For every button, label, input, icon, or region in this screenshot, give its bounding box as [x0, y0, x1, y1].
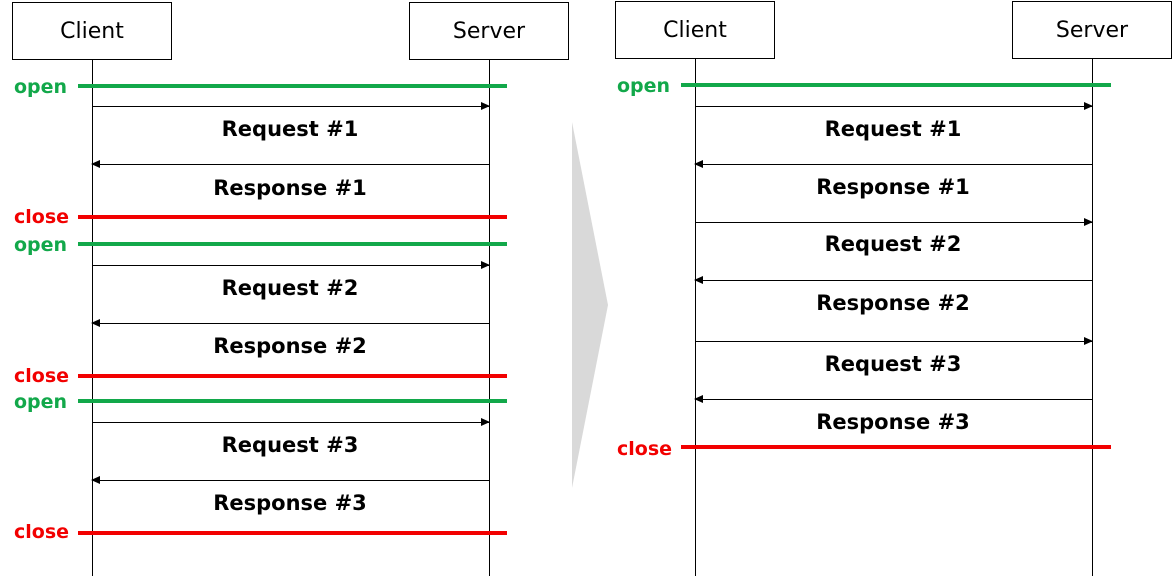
left-open-label-1: open — [14, 76, 68, 98]
left-request-arrow-3 — [92, 418, 490, 426]
left-open-line-1 — [78, 84, 507, 88]
left-request-arrow-2 — [92, 261, 490, 269]
right-server-lifeline — [1092, 59, 1093, 576]
left-response-arrow-2 — [91, 319, 489, 327]
right-open-line — [681, 83, 1111, 87]
right-request-label-1: Request #1 — [824, 117, 962, 141]
right-response-label-3: Response #3 — [816, 410, 970, 434]
right-server-box: Server — [1012, 1, 1172, 59]
left-server-box: Server — [409, 2, 569, 60]
left-response-arrow-1 — [91, 160, 489, 168]
left-client-label: Client — [60, 18, 124, 44]
right-request-label-3: Request #3 — [824, 352, 962, 376]
left-response-label-3: Response #3 — [213, 491, 367, 515]
right-request-arrow-2 — [695, 218, 1093, 226]
left-close-label-1: close — [14, 206, 70, 228]
left-response-label-2: Response #2 — [213, 334, 367, 358]
right-response-label-1: Response #1 — [816, 175, 970, 199]
left-request-label-3: Request #3 — [221, 433, 359, 457]
left-open-label-3: open — [14, 391, 68, 413]
left-close-line-1 — [78, 215, 507, 219]
right-open-label: open — [617, 75, 671, 97]
right-response-arrow-3 — [694, 395, 1092, 403]
left-open-line-3 — [78, 399, 507, 403]
right-request-label-2: Request #2 — [824, 232, 962, 256]
left-close-label-3: close — [14, 521, 70, 543]
left-client-lifeline — [92, 60, 93, 576]
left-server-lifeline — [489, 60, 490, 576]
left-close-label-2: close — [14, 365, 70, 387]
right-server-label: Server — [1055, 17, 1129, 43]
left-request-arrow-1 — [92, 102, 490, 110]
left-close-line-3 — [78, 531, 507, 535]
right-request-arrow-3 — [695, 337, 1093, 345]
left-close-line-2 — [78, 374, 507, 378]
left-request-label-2: Request #2 — [221, 276, 359, 300]
right-response-label-2: Response #2 — [816, 291, 970, 315]
right-client-box: Client — [615, 1, 775, 59]
left-server-label: Server — [452, 18, 526, 44]
left-open-line-2 — [78, 242, 507, 246]
right-close-line — [681, 445, 1111, 449]
left-response-arrow-3 — [91, 476, 489, 484]
right-client-label: Client — [663, 17, 727, 43]
right-close-label: close — [617, 438, 673, 460]
right-request-arrow-1 — [695, 102, 1093, 110]
left-request-label-1: Request #1 — [221, 117, 359, 141]
right-response-arrow-1 — [694, 160, 1092, 168]
left-open-label-2: open — [14, 234, 68, 256]
right-client-lifeline — [695, 59, 696, 576]
right-response-arrow-2 — [694, 276, 1092, 284]
left-client-box: Client — [12, 2, 172, 60]
left-response-label-1: Response #1 — [213, 176, 367, 200]
transition-arrow-icon — [572, 122, 608, 488]
